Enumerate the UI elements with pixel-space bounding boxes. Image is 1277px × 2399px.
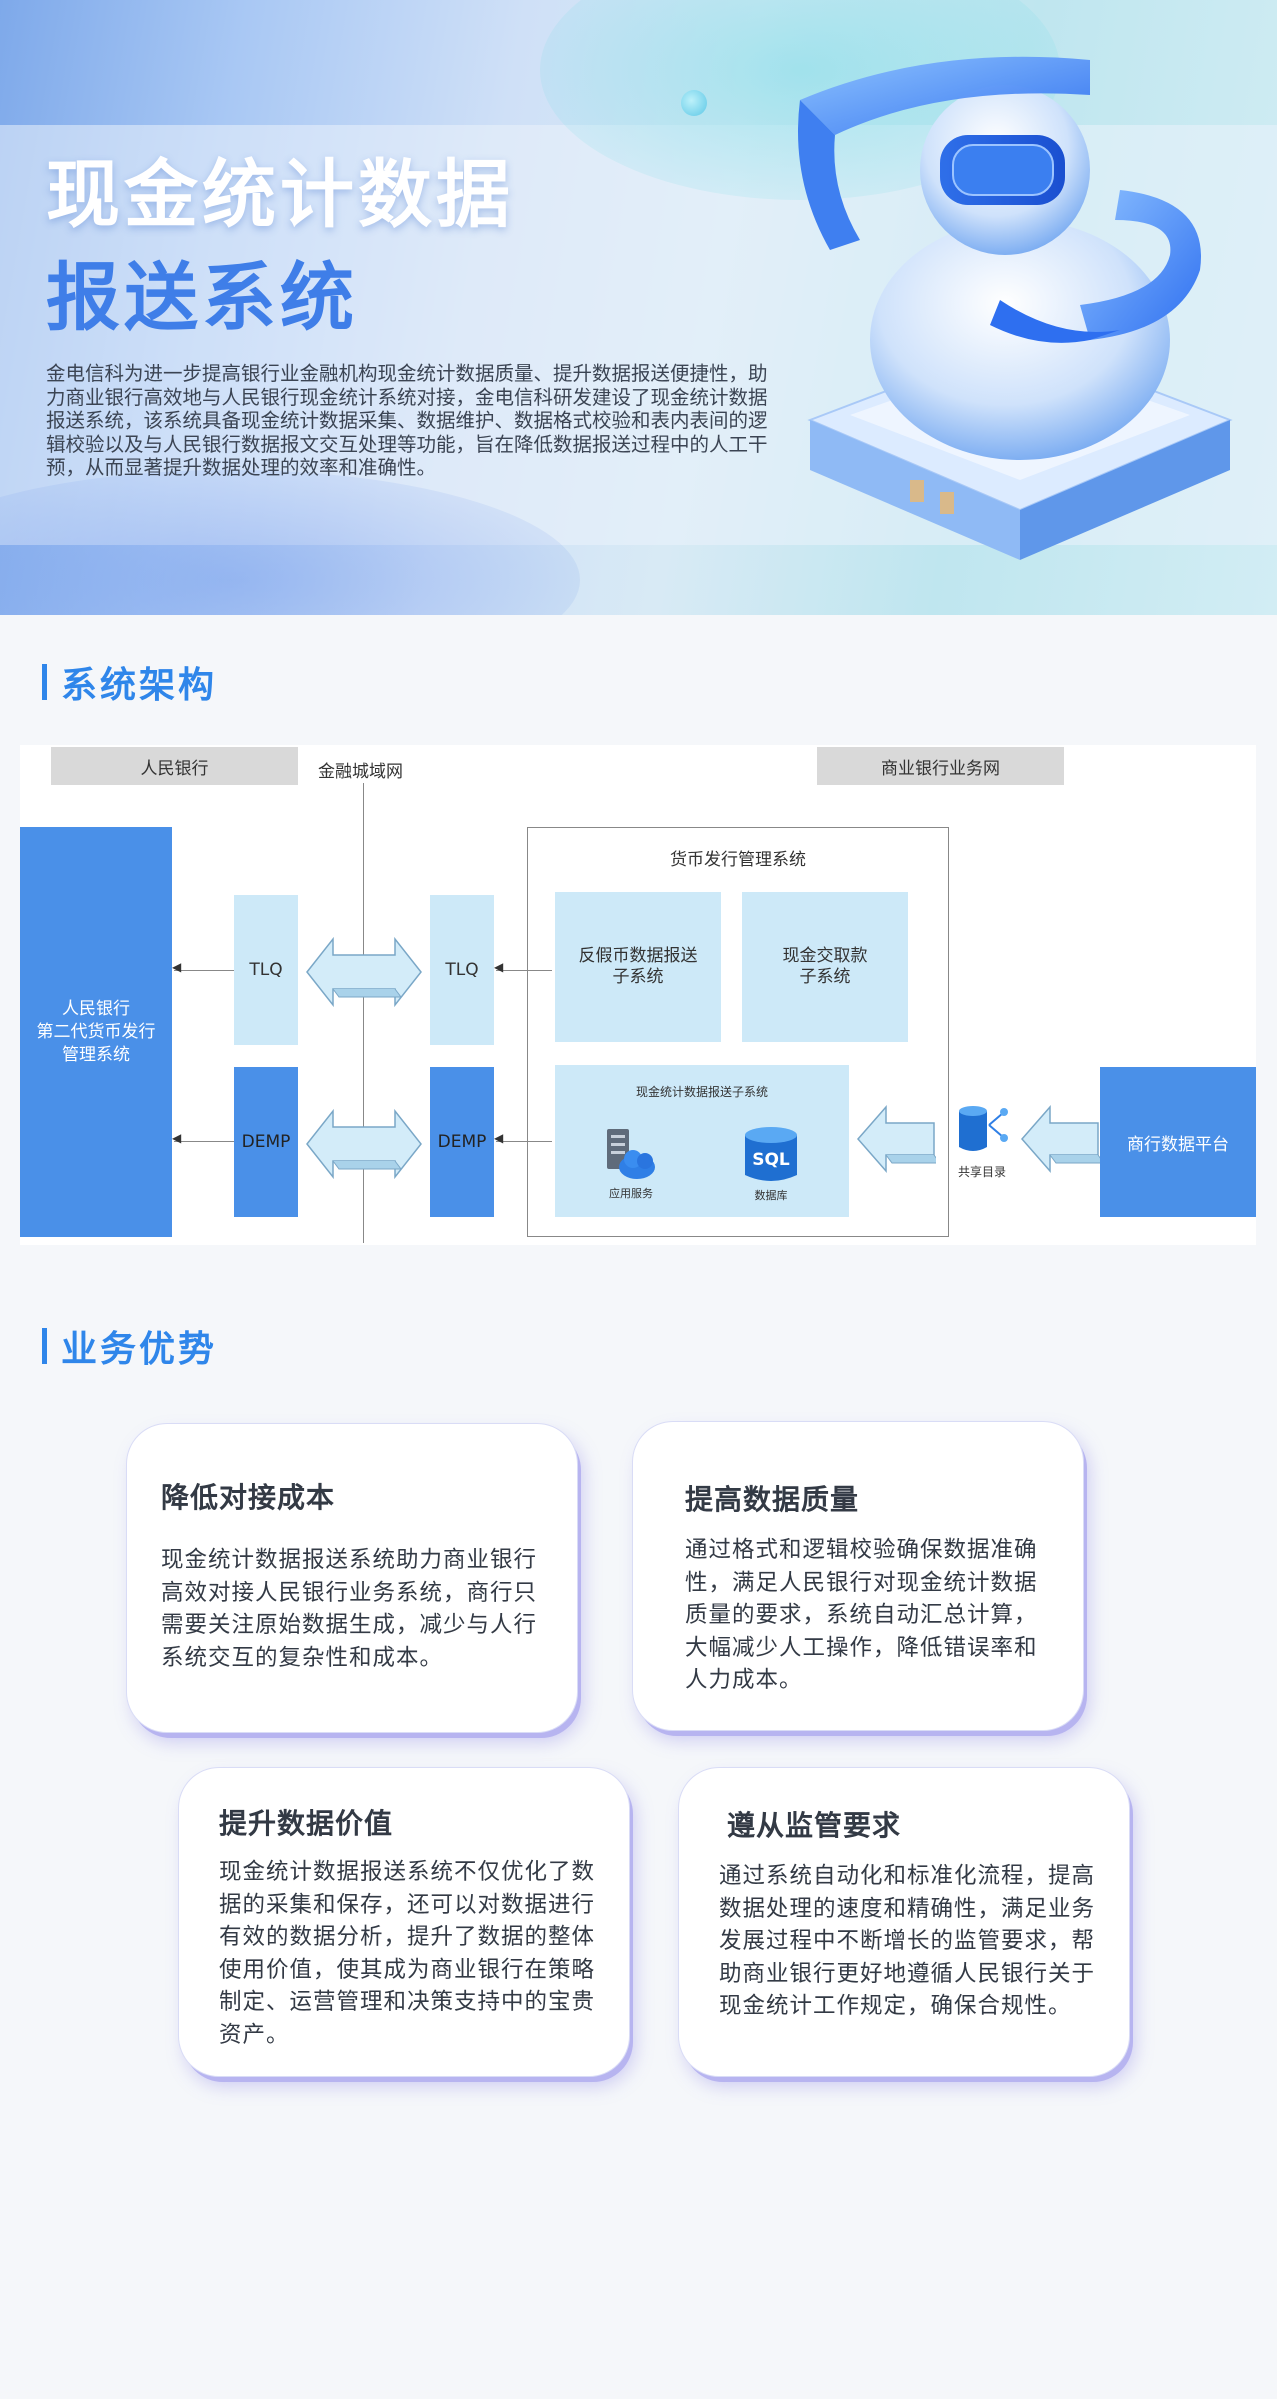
section-title: 系统架构 xyxy=(61,665,218,706)
section-title: 业务优势 xyxy=(61,1329,218,1370)
server-cloud-icon xyxy=(607,1129,655,1179)
arrow-left-icon: ◀ xyxy=(494,960,504,974)
advantage-card-body: 现金统计数据报送系统助力商业银行高效对接人民银行业务系统，商行只需要关注原始数据… xyxy=(161,1547,538,1671)
pboc-system-box: 人民银行 第二代货币发行 管理系统 xyxy=(20,827,172,1237)
robot-illustration xyxy=(798,56,1233,560)
currency-system-title: 货币发行管理系统 xyxy=(670,850,806,870)
shared-directory-icon xyxy=(959,1106,1008,1151)
floating-orb-icon xyxy=(681,90,707,116)
arrow-left-block-icon xyxy=(857,1105,936,1173)
advantage-card: 降低对接成本 现金统计数据报送系统助力商业银行高效对接人民银行业务系统，商行只需… xyxy=(127,1424,577,1732)
label-network: 金融城域网 xyxy=(318,762,403,782)
tlq-box-left: TLQ xyxy=(234,895,298,1045)
arrow-left-block-icon xyxy=(1021,1105,1100,1173)
heading-accent-bar xyxy=(42,664,47,700)
sql-label: SQL xyxy=(752,1150,790,1170)
advantage-card: 遵从监管要求 通过系统自动化和标准化流程，提高数据处理的速度和精确性，满足业务发… xyxy=(679,1768,1129,2076)
network-divider xyxy=(363,783,364,1243)
hero-banner: 现金统计数据 报送系统 金电信科为进一步提高银行业金融机构现金统计数据质量、提升… xyxy=(0,0,1277,615)
advantage-card: 提高数据质量 通过格式和逻辑校验确保数据准确性，满足人民银行对现金统计数据质量的… xyxy=(633,1422,1083,1730)
anti-counterfeit-subsystem: 反假币数据报送 子系统 xyxy=(555,892,721,1042)
hero-description: 金电信科为进一步提高银行业金融机构现金统计数据质量、提升数据报送便捷性，助力商业… xyxy=(46,362,768,479)
connector xyxy=(174,970,234,971)
shared-directory-label: 共享目录 xyxy=(957,1165,1006,1179)
connector xyxy=(496,1141,552,1142)
cash-exchange-subsystem: 现金交取款 子系统 xyxy=(742,892,908,1042)
connector xyxy=(496,970,552,971)
label-bank-network: 商业银行业务网 xyxy=(817,747,1064,785)
hero-title: 现金统计数据 xyxy=(46,152,514,238)
database-label: 数据库 xyxy=(754,1189,788,1202)
advantage-card: 提升数据价值 现金统计数据报送系统不仅优化了数据的采集和保存，还可以对数据进行有… xyxy=(179,1768,629,2076)
advantage-card-body: 通过格式和逻辑校验确保数据准确性，满足人民银行对现金统计数据质量的要求，系统自动… xyxy=(685,1537,1038,1693)
cash-stats-title: 现金统计数据报送子系统 xyxy=(635,1085,768,1099)
demp-box-left: DEMP xyxy=(234,1067,298,1217)
section-heading-architecture: 系统架构 xyxy=(42,656,217,708)
double-arrow-icon xyxy=(306,936,422,1008)
advantage-card-title: 提高数据质量 xyxy=(685,1483,860,1516)
demp-box-right: DEMP xyxy=(430,1067,494,1217)
heading-accent-bar xyxy=(42,1328,47,1364)
arrow-left-icon: ◀ xyxy=(172,960,182,974)
advantage-card-body: 现金统计数据报送系统不仅优化了数据的采集和保存，还可以对数据进行有效的数据分析，… xyxy=(219,1859,596,2048)
tlq-box-right: TLQ xyxy=(430,895,494,1045)
connector xyxy=(174,1141,234,1142)
advantage-card-title: 提升数据价值 xyxy=(219,1807,394,1840)
sql-database-icon: SQL xyxy=(745,1127,797,1181)
arrow-left-icon: ◀ xyxy=(494,1131,504,1145)
double-arrow-icon xyxy=(306,1108,422,1180)
hero-subtitle: 报送系统 xyxy=(46,255,358,341)
advantage-card-body: 通过系统自动化和标准化流程，提高数据处理的速度和精确性，满足业务发展过程中不断增… xyxy=(719,1863,1096,2019)
cash-stats-subsystem: 现金统计数据报送子系统 应用服务 SQL 数据库 xyxy=(555,1065,849,1217)
label-pboc: 人民银行 xyxy=(51,747,298,785)
currency-system-frame xyxy=(527,827,949,1237)
bank-data-platform-box: 商行数据平台 xyxy=(1100,1067,1256,1217)
advantage-card-title: 遵从监管要求 xyxy=(727,1809,902,1842)
section-heading-advantages: 业务优势 xyxy=(42,1320,217,1372)
architecture-diagram: 人民银行 金融城域网 商业银行业务网 人民银行 第二代货币发行 管理系统 ◀ ◀… xyxy=(20,745,1256,1245)
app-service-label: 应用服务 xyxy=(609,1187,653,1200)
arrow-left-icon: ◀ xyxy=(172,1131,182,1145)
advantage-card-title: 降低对接成本 xyxy=(161,1481,336,1514)
